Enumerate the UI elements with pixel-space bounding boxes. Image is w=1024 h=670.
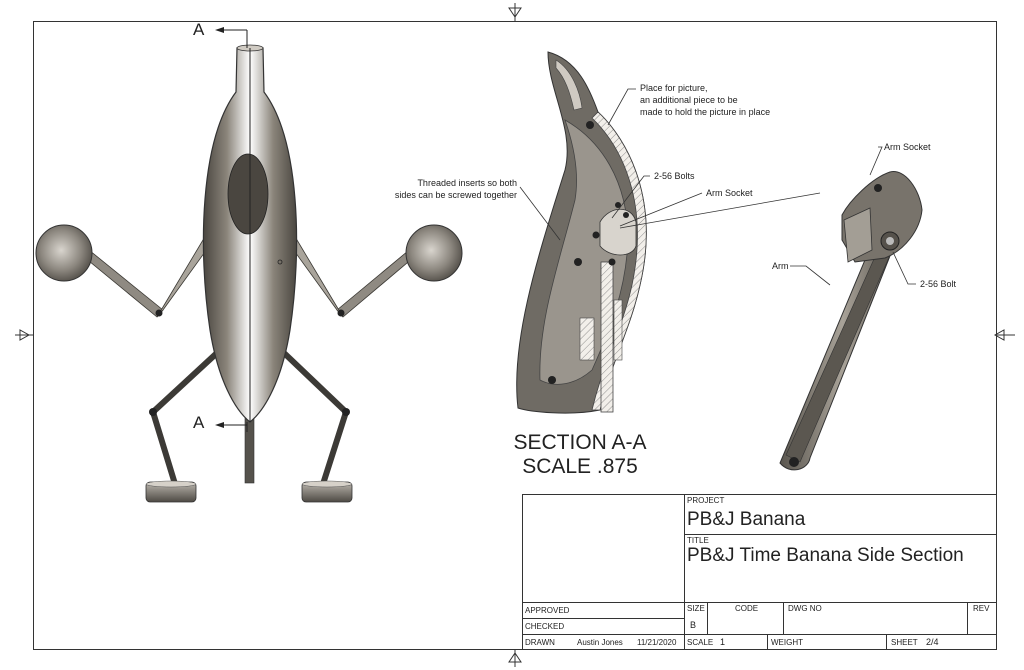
callout-picture-place: Place for picture, an additional piece t… xyxy=(640,83,771,117)
size-label: SIZE xyxy=(687,604,705,613)
sheet-label: SHEET xyxy=(891,638,918,647)
size-value: B xyxy=(690,620,697,630)
rev-label: REV xyxy=(973,604,990,613)
code-label: CODE xyxy=(735,604,759,613)
checked-label: CHECKED xyxy=(525,622,565,631)
title-label: TITLE xyxy=(687,536,709,545)
banana-front-view xyxy=(35,27,463,503)
callout-threaded-inserts: Threaded inserts so both sides can be sc… xyxy=(394,178,517,200)
approved-label: APPROVED xyxy=(525,606,570,615)
legs xyxy=(150,349,349,487)
title-value: PB&J Time Banana Side Section xyxy=(687,545,964,566)
callout-bolt-iso: 2-56 Bolt xyxy=(920,279,957,289)
sheet-value: 2/4 xyxy=(926,637,939,647)
callout-leaders xyxy=(519,88,916,286)
drawn-date: 11/21/2020 xyxy=(637,638,677,647)
callout-arm: Arm xyxy=(772,261,789,271)
callout-bolts-section: 2-56 Bolts xyxy=(654,171,695,181)
border-markers xyxy=(15,3,1015,667)
dwg-no-label: DWG NO xyxy=(788,604,822,613)
weight-label: WEIGHT xyxy=(771,638,803,647)
callout-arm-socket-section: Arm Socket xyxy=(706,188,753,198)
section-title: SECTION A-A SCALE .875 xyxy=(513,431,647,478)
project-label: PROJECT xyxy=(687,496,725,505)
project-value: PB&J Banana xyxy=(687,509,806,530)
section-letter-bottom: A xyxy=(193,413,205,432)
section-a-a-view xyxy=(516,51,647,414)
scale-label: SCALE xyxy=(687,638,714,647)
drawn-by: Austin Jones xyxy=(577,638,623,647)
arm-isometric-view xyxy=(779,171,923,471)
scale-value: 1 xyxy=(720,637,726,647)
arms xyxy=(77,239,421,318)
drawn-label: DRAWN xyxy=(525,638,555,647)
callout-arm-socket-iso: Arm Socket xyxy=(884,142,931,152)
section-letter-top: A xyxy=(193,20,205,39)
